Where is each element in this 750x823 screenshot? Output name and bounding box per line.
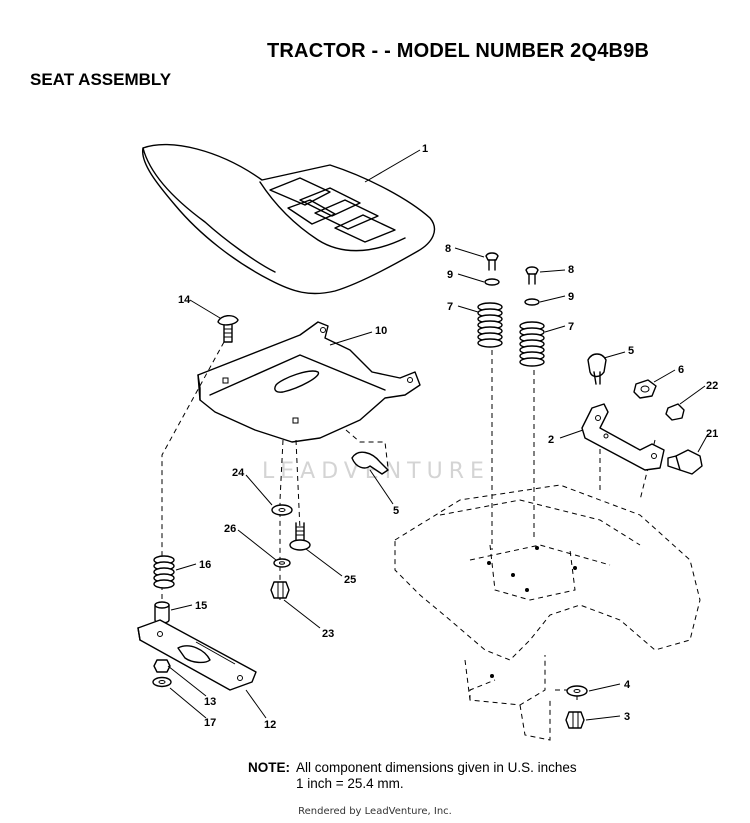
nut-part-22 — [665, 403, 685, 421]
callout-12: 12 — [264, 719, 276, 731]
washer-part-17 — [152, 676, 172, 688]
callout-16: 16 — [199, 559, 211, 571]
callout-5-lower: 5 — [393, 505, 399, 517]
note-label: NOTE: — [248, 760, 290, 775]
adjustment-plate-part-12 — [137, 619, 257, 691]
seat-part-1 — [142, 143, 436, 295]
note-line-1: All component dimensions given in U.S. i… — [296, 760, 577, 775]
latch-part-5-upper — [587, 353, 607, 385]
spring-part-16 — [153, 555, 175, 589]
callout-22: 22 — [706, 380, 718, 392]
callout-15: 15 — [195, 600, 207, 612]
shoulder-bolt-part-25 — [289, 522, 311, 551]
callout-25: 25 — [344, 574, 356, 586]
hex-bolt-part-23 — [270, 581, 290, 599]
shoulder-bolt-part-21 — [667, 449, 703, 475]
bolt-part-3 — [565, 711, 585, 729]
bracket-part-2 — [581, 403, 665, 471]
callout-14: 14 — [178, 294, 191, 306]
callout-9-left: 9 — [447, 269, 453, 281]
bolt-part-8-right — [525, 266, 539, 285]
callout-17: 17 — [204, 717, 216, 729]
callout-6: 6 — [678, 364, 684, 376]
callout-9-right: 9 — [568, 291, 574, 303]
carriage-bolt-part-14 — [217, 315, 239, 343]
tractor-frame-outline — [394, 484, 701, 741]
page-title: TRACTOR - - MODEL NUMBER 2Q4B9B — [267, 40, 650, 62]
callout-7-right: 7 — [568, 321, 574, 333]
callout-24: 24 — [232, 467, 245, 479]
section-title: SEAT ASSEMBLY — [30, 70, 172, 89]
callout-10: 10 — [375, 325, 387, 337]
bushing-part-15 — [154, 601, 170, 624]
lock-washer-part-26 — [273, 558, 291, 568]
latch-part-5-lower — [351, 451, 389, 475]
callout-4: 4 — [624, 679, 631, 691]
callout-21: 21 — [706, 428, 718, 440]
washer-part-9-left — [484, 278, 500, 286]
seat-pan-part-10 — [197, 321, 421, 443]
callout-5-upper: 5 — [628, 345, 634, 357]
assembly-guide-lines-right — [491, 350, 656, 700]
callout-1: 1 — [422, 143, 428, 155]
spring-part-7-right — [519, 321, 545, 367]
nut-part-13 — [153, 659, 171, 673]
callout-8-left: 8 — [445, 243, 451, 255]
callout-13: 13 — [204, 696, 216, 708]
bolt-part-8-left — [485, 252, 499, 271]
washer-part-9-right — [524, 298, 540, 306]
nut-part-6 — [633, 379, 657, 399]
callout-2: 2 — [548, 434, 554, 446]
callout-26: 26 — [224, 523, 236, 535]
spring-part-7-left — [477, 302, 503, 348]
callout-8-right: 8 — [568, 264, 574, 276]
leader-lines — [167, 149, 709, 721]
washer-part-4 — [566, 685, 588, 697]
dimension-note: NOTE: All component dimensions given in U… — [248, 760, 577, 792]
callout-3: 3 — [624, 711, 630, 723]
washer-part-24 — [271, 504, 293, 516]
footer-credit: Rendered by LeadVenture, Inc. — [298, 806, 452, 817]
callout-labels: 1 2 3 4 5 5 6 7 7 8 8 9 9 10 12 13 14 15… — [178, 143, 718, 731]
note-line-2: 1 inch = 25.4 mm. — [296, 776, 404, 791]
callout-23: 23 — [322, 628, 334, 640]
callout-7-left: 7 — [447, 301, 453, 313]
